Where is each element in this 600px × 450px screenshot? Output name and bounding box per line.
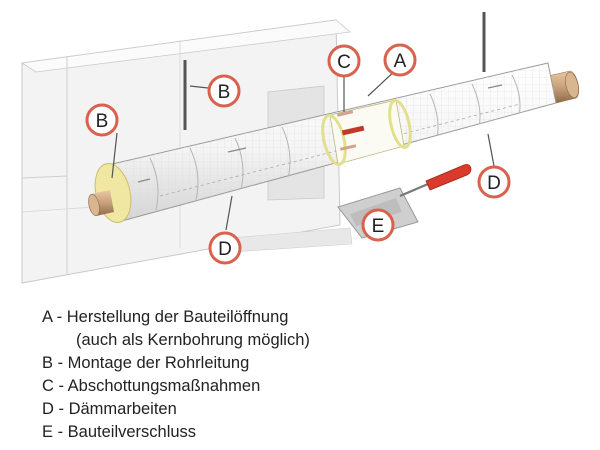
legend-item-c: C - Abschottungsmaßnahmen (42, 375, 422, 398)
marker-label: D (218, 239, 232, 260)
marker-circle (208, 231, 242, 265)
marker-label: A (394, 51, 407, 72)
legend-text: A - Herstellung der Bauteilöffnung (42, 308, 289, 326)
legend-text: C - Abschottungsmaßnahmen (42, 377, 261, 395)
legend: A - Herstellung der Bauteilöffnung (auch… (42, 306, 422, 444)
legend-text: B - Montage der Rohrleitung (42, 354, 250, 372)
legend-item-d: D - Dämmarbeiten (42, 398, 422, 421)
marker-circle (207, 74, 241, 108)
legend-text: E - Bauteilverschluss (42, 423, 197, 441)
marker-B-pipe: B (85, 103, 119, 137)
legend-subtext: (auch als Kernbohrung möglich) (76, 331, 310, 349)
marker-B-rebar: B (207, 74, 241, 108)
marker-circle (327, 44, 361, 78)
marker-label: D (487, 173, 501, 194)
trowel (337, 164, 472, 239)
legend-item-b: B - Montage der Rohrleitung (42, 352, 422, 375)
marker-label: B (218, 82, 231, 103)
marker-label: C (337, 52, 351, 73)
marker-D-right: D (477, 165, 511, 199)
marker-label: E (372, 216, 385, 237)
marker-D-left: D (208, 231, 242, 265)
marker-C: C (327, 44, 361, 78)
rebar (183, 12, 486, 130)
legend-item-e: E - Bauteilverschluss (42, 421, 422, 444)
marker-label: B (96, 111, 109, 132)
illustration: A B B C D D E (20, 12, 580, 284)
marker-E: E (361, 208, 395, 242)
legend-item-a: A - Herstellung der Bauteilöffnung (auch… (42, 306, 422, 352)
marker-A: A (383, 43, 417, 77)
marker-circle (477, 165, 511, 199)
marker-circle (361, 208, 395, 242)
marker-circle (85, 103, 119, 137)
legend-text: D - Dämmarbeiten (42, 400, 177, 418)
marker-circle (383, 43, 417, 77)
